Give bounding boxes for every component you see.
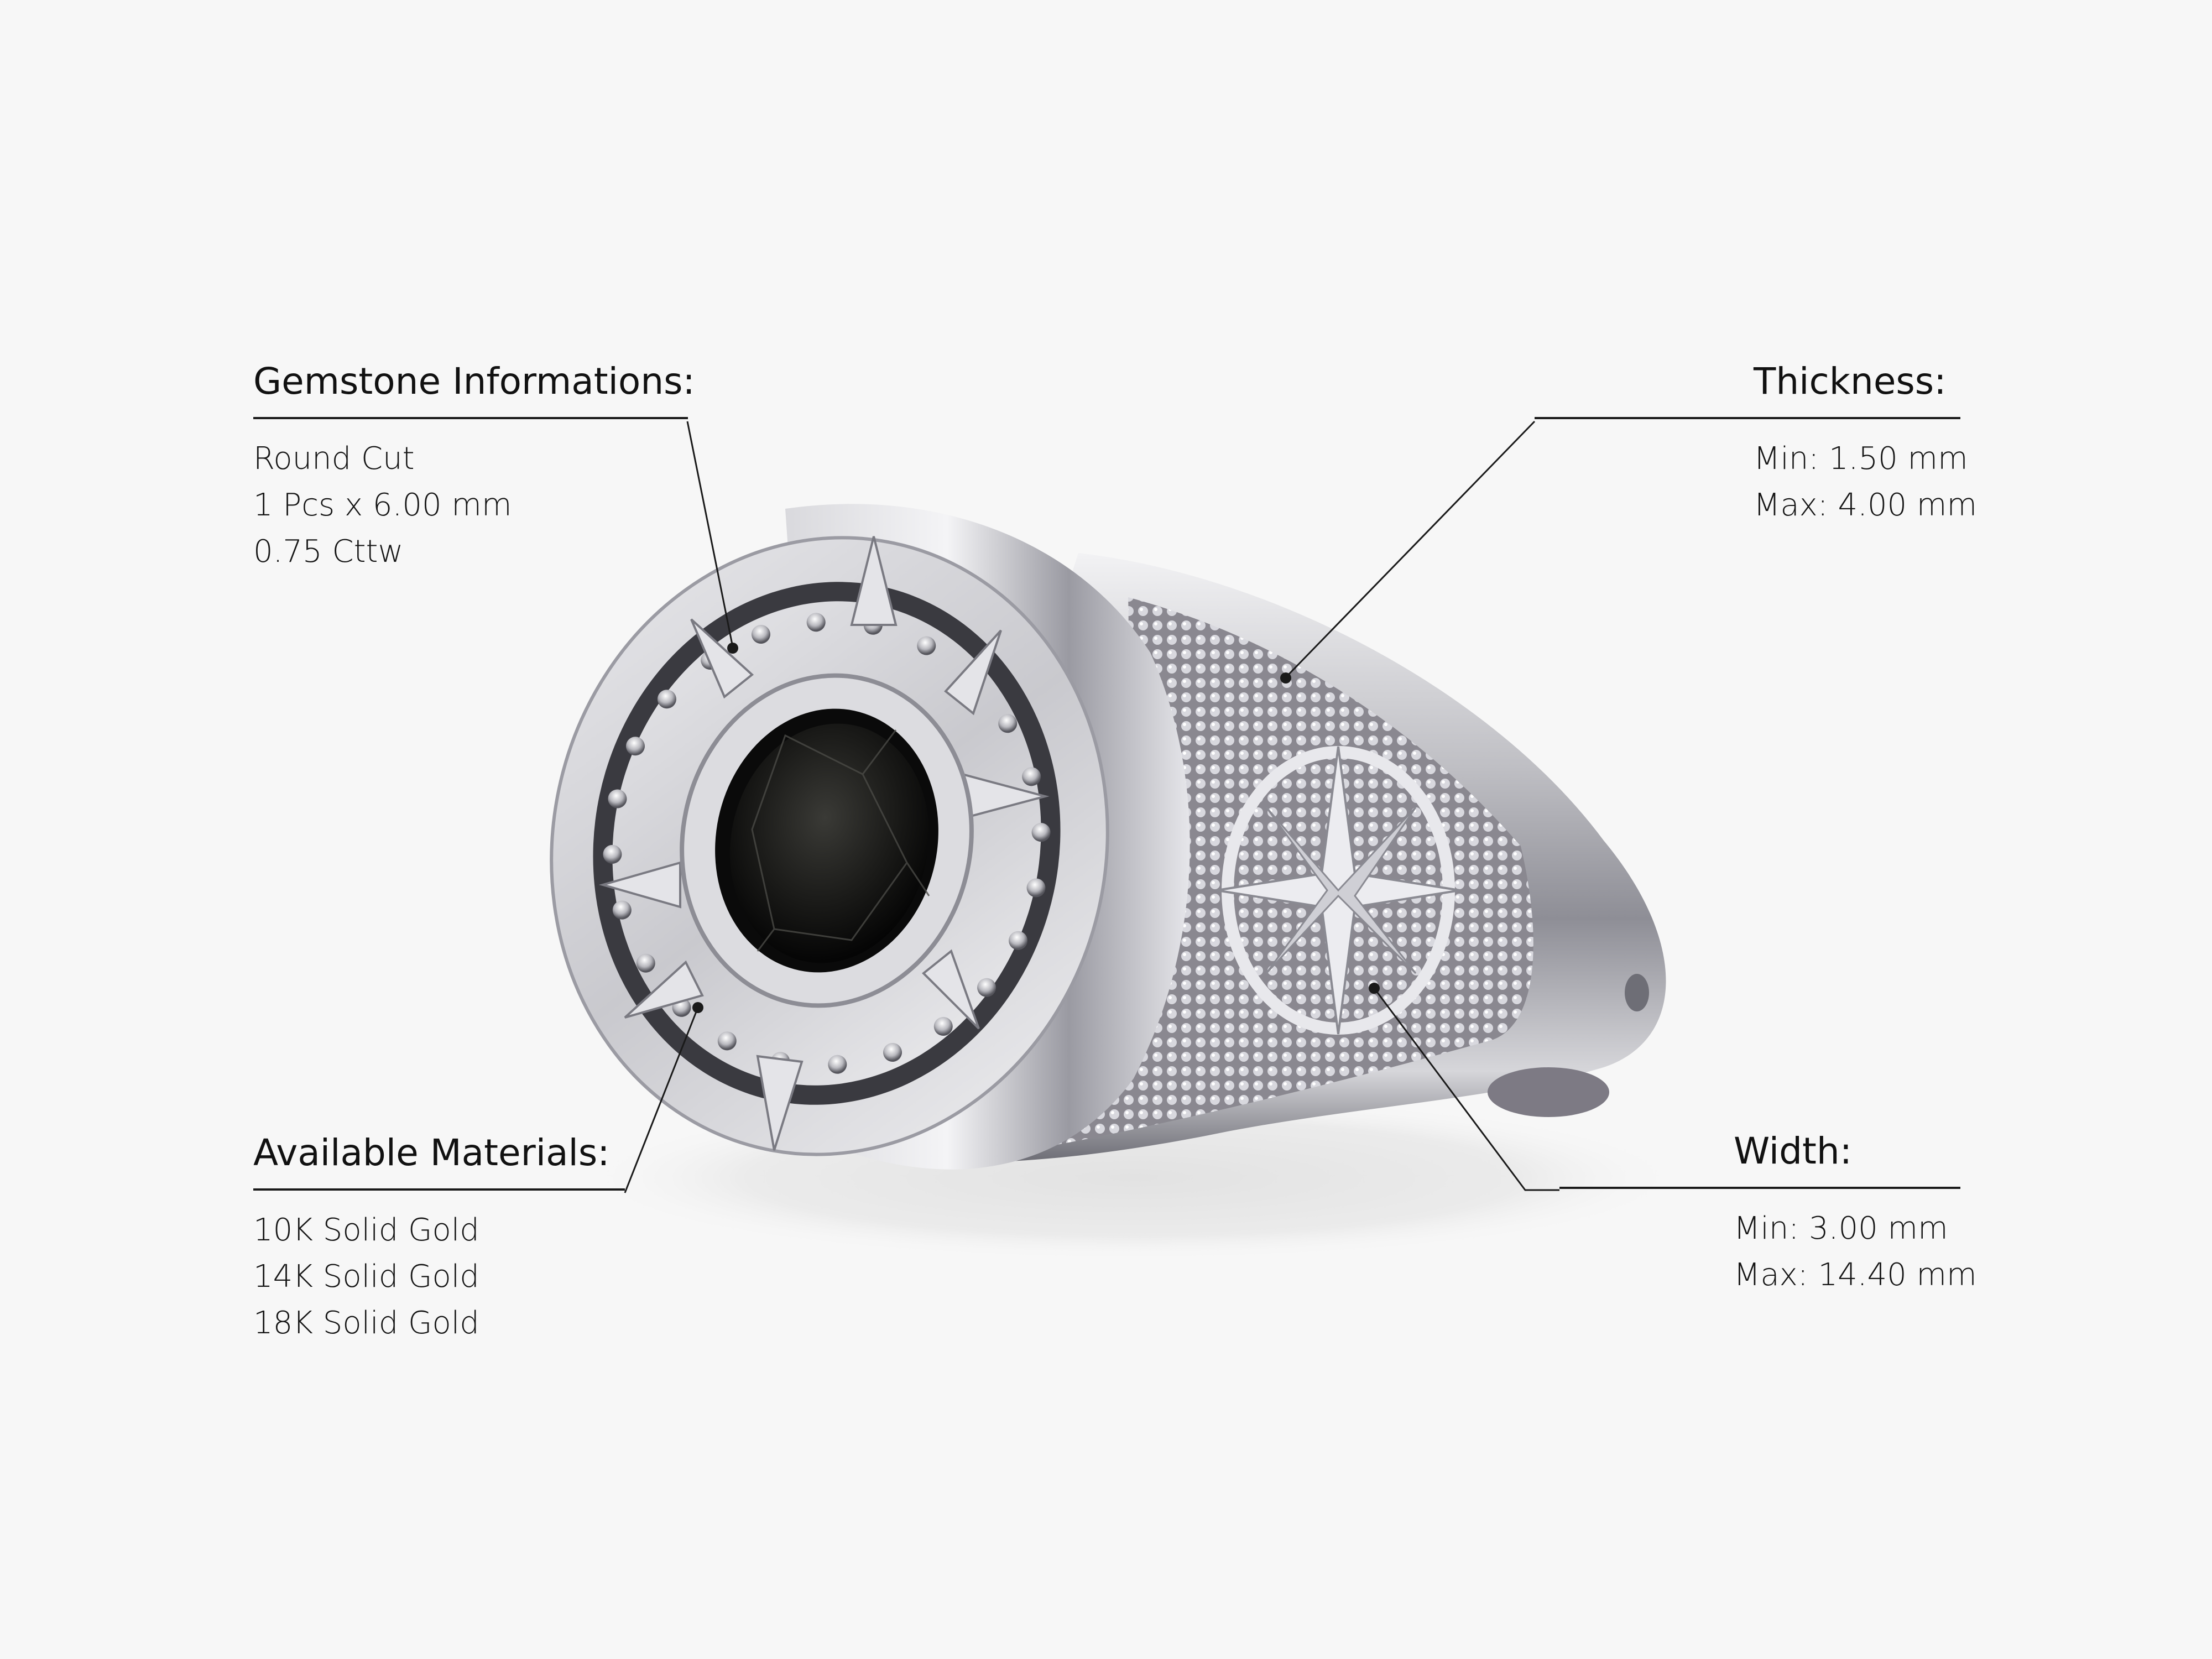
width-max: Max: 14.40 mm <box>1734 1257 1977 1293</box>
materials-title: Available Materials: <box>253 1131 610 1174</box>
width-title: Width: <box>1734 1130 1852 1172</box>
thickness-max: Max: 4.00 mm <box>1754 487 1978 523</box>
thickness-callout: Thickness: Min: 1.50 mm Max: 4.00 mm <box>1535 359 1978 529</box>
gemstone-dot <box>727 643 738 654</box>
gemstone-title: Gemstone Informations: <box>253 360 695 403</box>
thickness-leader-line <box>1285 420 1536 679</box>
materials-callout: Available Materials: 10K Solid Gold 14K … <box>253 1131 625 1347</box>
width-leader-line <box>1373 988 1559 1191</box>
material-10k: 10K Solid Gold <box>253 1212 479 1248</box>
gemstone-underline <box>253 417 688 419</box>
gem-facets <box>751 729 930 952</box>
width-dot <box>1369 983 1380 994</box>
gemstone-leader-line <box>686 421 734 648</box>
compass-points <box>598 536 1050 1151</box>
width-min: Min: 3.00 mm <box>1734 1211 1948 1246</box>
width-underline <box>1559 1187 1960 1189</box>
materials-underline <box>253 1188 625 1191</box>
materials-dot <box>692 1002 703 1013</box>
thickness-title: Thickness: <box>1754 360 1947 403</box>
leader-dots <box>692 643 1380 1013</box>
compass-star-emblem <box>1216 746 1460 1035</box>
gemstone-callout: Gemstone Informations: Round Cut 1 Pcs x… <box>253 359 695 575</box>
material-18k: 18K Solid Gold <box>253 1305 479 1341</box>
ring-hole <box>1625 974 1649 1011</box>
thickness-min: Min: 1.50 mm <box>1754 441 1968 477</box>
gemstone-size: 1 Pcs x 6.00 mm <box>253 487 512 523</box>
leader-lines <box>624 420 1559 1193</box>
materials-leader-line <box>624 1007 699 1193</box>
black-gemstone <box>730 723 929 963</box>
thickness-dot <box>1280 672 1291 684</box>
gemstone-cut: Round Cut <box>253 441 415 477</box>
gemstone-carat: 0.75 Cttw <box>253 534 404 570</box>
ring-opening <box>1488 1067 1609 1117</box>
thickness-underline <box>1535 417 1960 419</box>
width-callout: Width: Min: 3.00 mm Max: 14.40 mm <box>1559 1129 1977 1298</box>
material-14k: 14K Solid Gold <box>253 1259 479 1295</box>
